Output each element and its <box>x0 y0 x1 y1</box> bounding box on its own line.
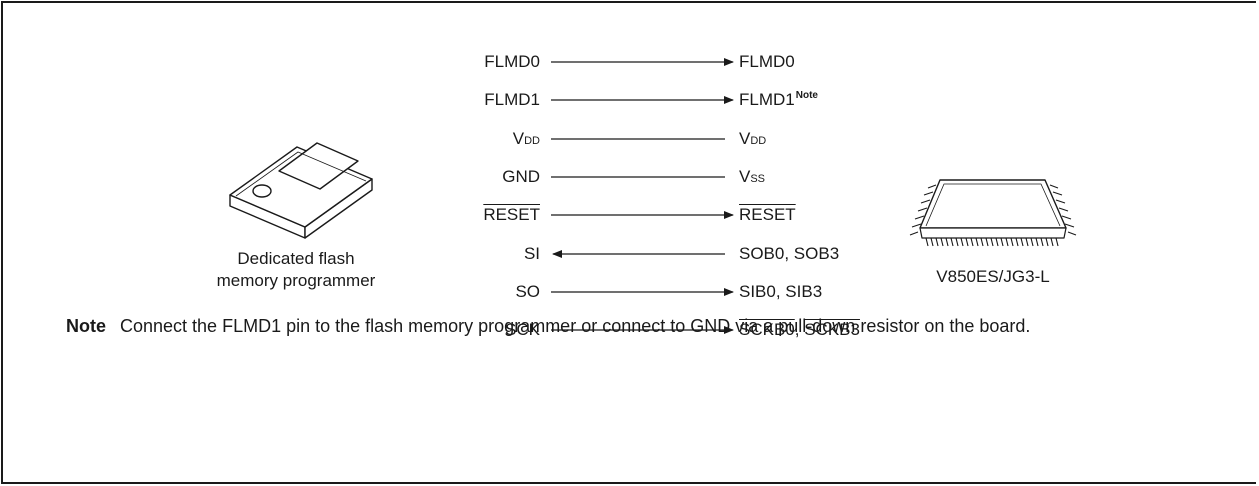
left-pin-si: SI <box>523 244 540 263</box>
right-vss-sub: SS <box>750 173 766 185</box>
right-pin-sckb-sep: , <box>794 320 805 339</box>
right-vdd-sub: DD <box>750 135 767 147</box>
chip-caption: V850ES/JG3-L <box>936 267 1049 286</box>
right-pin-sib: SIB0, SIB3 <box>739 282 823 301</box>
vdd-sub: DD <box>524 135 540 147</box>
right-vss-main: V <box>739 167 751 186</box>
right-pin-sob: SOB0, SOB3 <box>739 244 840 263</box>
left-pin-gnd: GND <box>502 167 540 186</box>
note-superscript: Note <box>795 90 818 101</box>
right-pin-vss: VSS <box>739 167 765 189</box>
right-pin-flmd0: FLMD0 <box>739 52 795 71</box>
right-pin-vdd: VDD <box>739 129 766 151</box>
right-pin-reset: RESET <box>739 205 796 224</box>
right-pin-sckb3: SCKB3 <box>804 320 860 339</box>
right-pin-flmd1: FLMD1Note <box>739 90 818 113</box>
left-pin-reset: RESET <box>483 205 540 224</box>
note-label: Note <box>66 316 106 336</box>
note-block: Note Connect the FLMD1 pin to the flash m… <box>66 309 1246 343</box>
note-text: Connect the FLMD1 pin to the flash memor… <box>120 316 1031 336</box>
left-pin-so: SO <box>515 282 540 301</box>
left-pin-flmd0: FLMD0 <box>484 52 540 71</box>
right-pin-sckb0: SCKB0 <box>739 320 795 339</box>
chip-icon <box>909 179 1077 247</box>
programmer-caption-line1: Dedicated flash <box>237 249 354 268</box>
right-pin-flmd1-text: FLMD1 <box>739 90 795 109</box>
right-vdd-main: V <box>739 129 751 148</box>
left-pin-vdd: VDD <box>420 129 540 151</box>
programmer-caption-line2: memory programmer <box>217 271 376 290</box>
left-pin-flmd1: FLMD1 <box>484 90 540 109</box>
left-pin-sck: SCK <box>505 320 540 339</box>
right-pin-sckb: SCKB0, SCKB3 <box>739 320 860 340</box>
programmer-device-icon <box>229 142 373 239</box>
vdd-main: V <box>512 129 525 148</box>
